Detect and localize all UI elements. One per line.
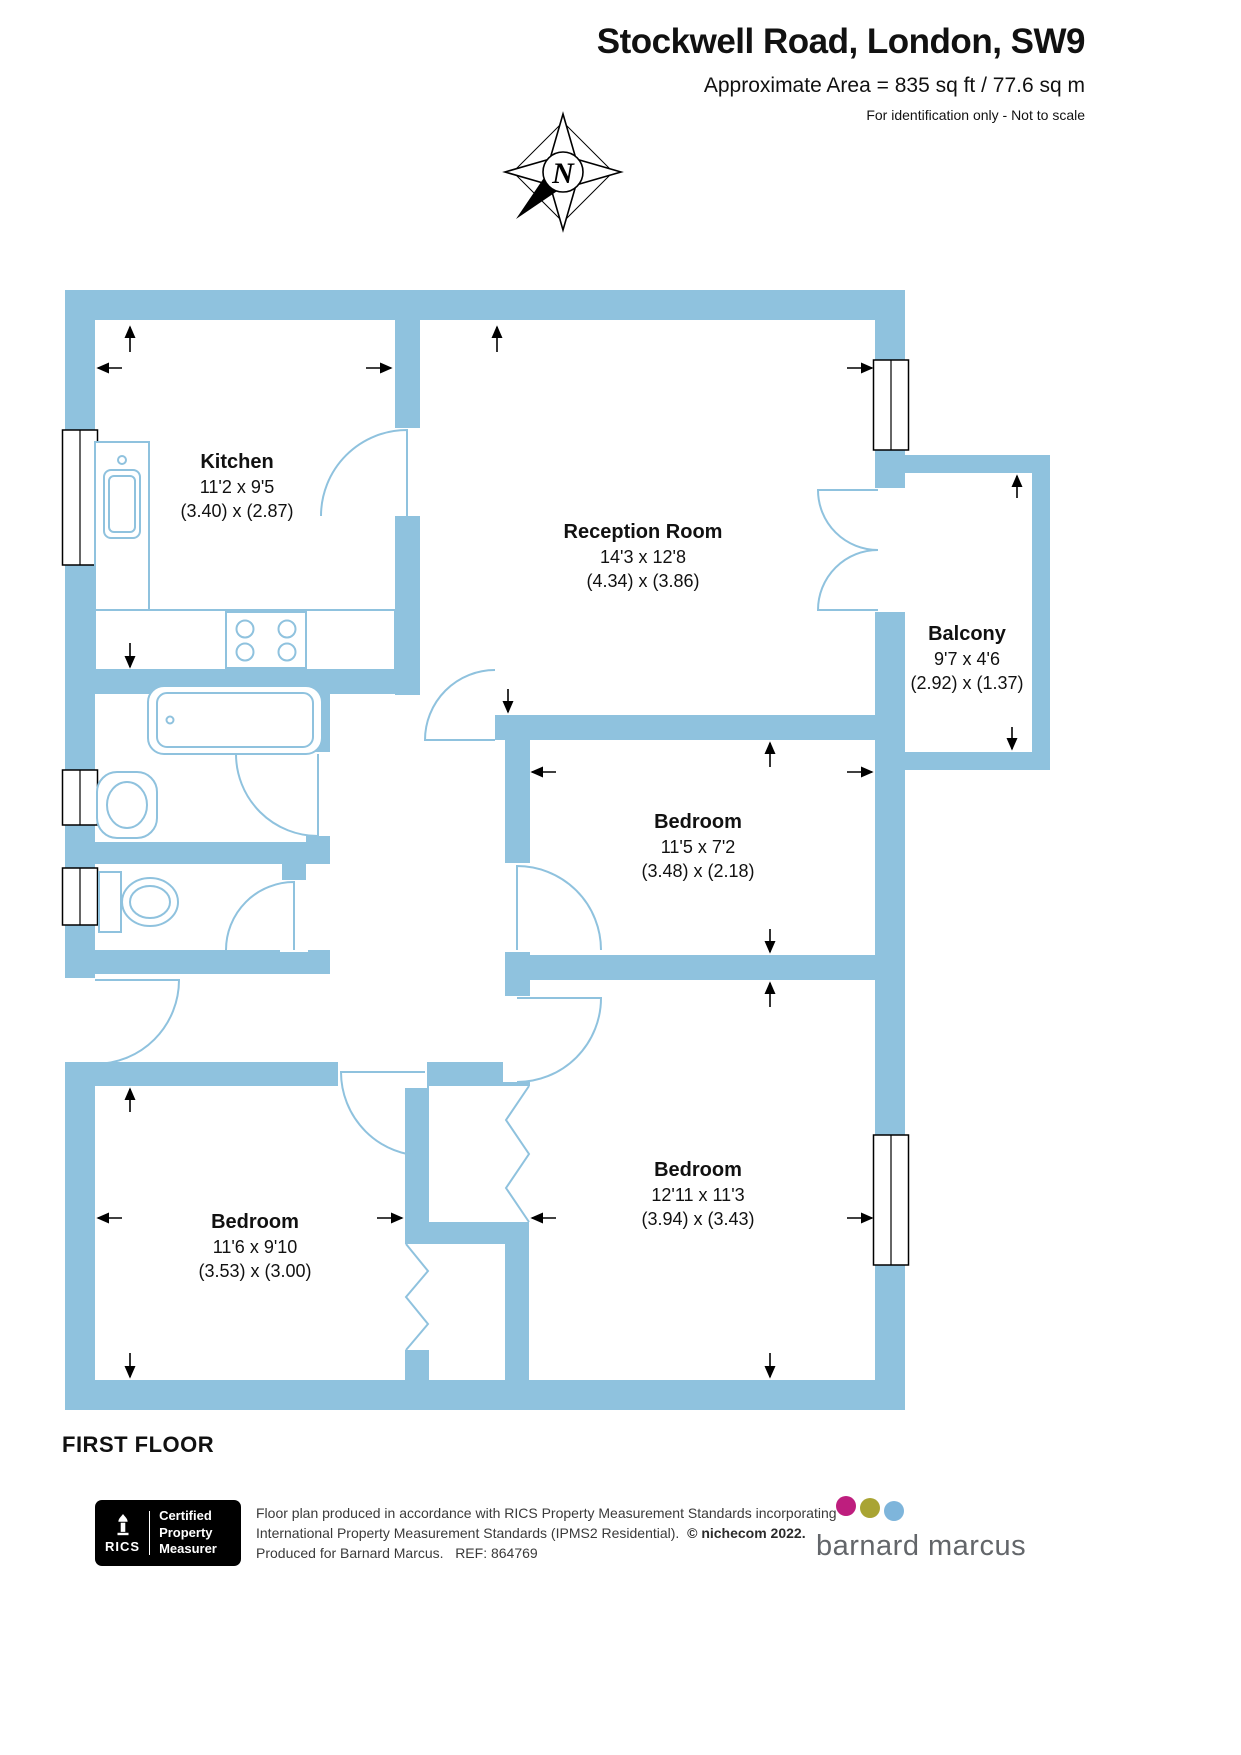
kitchen-tap xyxy=(117,455,127,465)
bifold-door-icon xyxy=(404,1243,430,1351)
balcony-walls xyxy=(905,455,1050,770)
closet-doors xyxy=(404,1085,531,1351)
toilet-cistern xyxy=(98,871,122,933)
room-dims-m: (3.40) x (2.87) xyxy=(180,501,293,521)
barnard-marcus-logo: barnard marcus xyxy=(816,1496,1036,1563)
window xyxy=(61,867,99,926)
room-label-bedroom-bottom-left: Bedroom 11'6 x 9'10 (3.53) x (3.00) xyxy=(198,1211,311,1281)
room-dims-m: (4.34) x (3.86) xyxy=(586,571,699,591)
brand-name: barnard marcus xyxy=(816,1530,1027,1562)
room-dims-ft: 14'3 x 12'8 xyxy=(600,547,686,567)
rics-line: Measurer xyxy=(159,1541,217,1557)
room-name: Bedroom xyxy=(654,811,742,833)
header: Stockwell Road, London, SW9 Approximate … xyxy=(596,22,1086,123)
windows xyxy=(61,359,910,1266)
kitchen-sink xyxy=(103,469,141,539)
kitchen-counter xyxy=(94,609,396,671)
page-title: Stockwell Road, London, SW9 xyxy=(596,22,1086,61)
disclaimer-line: Floor plan produced in accordance with R… xyxy=(256,1505,837,1521)
entrance-door-arc xyxy=(94,979,181,1065)
room-name: Bedroom xyxy=(654,1159,742,1181)
disclaimer-line2-text: International Property Measurement Stand… xyxy=(256,1525,688,1541)
disclaimer-line: International Property Measurement Stand… xyxy=(256,1523,837,1543)
window xyxy=(872,359,910,451)
kitchen-fixtures xyxy=(94,441,396,671)
room-name: Reception Room xyxy=(564,521,723,543)
room-label-reception: Reception Room 14'3 x 12'8 (4.34) x (3.8… xyxy=(564,521,723,591)
room-dims-ft: 11'6 x 9'10 xyxy=(213,1237,298,1257)
rics-label: RICS xyxy=(105,1538,141,1554)
room-dims-ft: 12'11 x 11'3 xyxy=(651,1185,744,1205)
floor-label: FIRST FLOOR xyxy=(62,1432,215,1457)
identification-note: For identification only - Not to scale xyxy=(866,107,1085,123)
room-dims-m: (3.53) x (3.00) xyxy=(198,1261,311,1281)
measure-arrows xyxy=(96,325,1023,1379)
rics-divider xyxy=(149,1511,151,1555)
logo-dot-blue-icon xyxy=(884,1501,904,1521)
window xyxy=(872,1134,910,1266)
bedroom-mid-door-arc xyxy=(516,864,602,951)
room-label-kitchen: Kitchen 11'2 x 9'5 (3.40) x (2.87) xyxy=(180,451,293,521)
bathroom-fixtures xyxy=(96,685,323,839)
bathtub xyxy=(147,685,323,755)
rics-left-panel: RICS xyxy=(105,1513,140,1554)
rics-line: Certified xyxy=(159,1507,212,1523)
window xyxy=(61,429,99,566)
room-labels: Kitchen 11'2 x 9'5 (3.40) x (2.87) Recep… xyxy=(180,451,1023,1281)
logo-dots xyxy=(816,1496,1036,1522)
compass-north-label: N xyxy=(551,157,575,190)
logo-dot-olive-icon xyxy=(860,1498,880,1518)
room-name: Kitchen xyxy=(200,451,273,473)
room-name: Balcony xyxy=(928,623,1007,645)
wc-door-arc xyxy=(225,880,295,951)
window xyxy=(61,769,99,826)
area-text: Approximate Area = 835 sq ft / 77.6 sq m xyxy=(703,74,1085,97)
hob xyxy=(225,611,307,669)
bathroom-door-arc xyxy=(235,753,319,838)
wc-fixtures xyxy=(98,871,179,933)
nichecom-copyright: © nichecom 2022. xyxy=(687,1525,806,1541)
room-dims-ft: 9'7 x 4'6 xyxy=(934,649,1000,669)
room-label-bedroom-middle: Bedroom 11'5 x 7'2 (3.48) x (2.18) xyxy=(641,811,754,881)
logo-dot-magenta-icon xyxy=(836,1496,856,1516)
room-label-bedroom-bottom-right: Bedroom 12'11 x 11'3 (3.94) x (3.43) xyxy=(641,1159,754,1229)
room-dims-ft: 11'5 x 7'2 xyxy=(661,837,736,857)
room-dims-m: (3.94) x (3.43) xyxy=(641,1209,754,1229)
balcony-door-arc xyxy=(816,489,879,611)
room-label-balcony: Balcony 9'7 x 4'6 (2.92) x (1.37) xyxy=(910,623,1023,693)
kitchen-door-arc xyxy=(320,428,408,517)
reception-door-arc xyxy=(423,669,496,741)
bedroom-bl-door-arc xyxy=(339,1071,426,1157)
room-dims-m: (3.48) x (2.18) xyxy=(641,861,754,881)
bedroom-br-door-arc xyxy=(516,997,603,1083)
rics-right-panel: Certified Property Measurer xyxy=(159,1508,217,1559)
bifold-door-icon xyxy=(504,1085,531,1223)
rics-certification-badge: RICS Certified Property Measurer xyxy=(95,1500,241,1566)
room-dims-ft: 11'2 x 9'5 xyxy=(200,477,275,497)
room-dims-m: (2.92) x (1.37) xyxy=(910,673,1023,693)
rics-emblem-icon xyxy=(117,1513,129,1535)
room-name: Bedroom xyxy=(211,1211,299,1233)
rics-line: Property xyxy=(159,1524,213,1540)
wall-openings xyxy=(62,428,908,1350)
interior-walls xyxy=(65,320,905,1380)
disclaimer-line: Produced for Barnard Marcus. REF: 864769 xyxy=(256,1545,538,1561)
footer-disclaimer: Floor plan produced in accordance with R… xyxy=(256,1503,837,1563)
compass-rose: N xyxy=(502,111,624,233)
doors xyxy=(94,428,879,1157)
